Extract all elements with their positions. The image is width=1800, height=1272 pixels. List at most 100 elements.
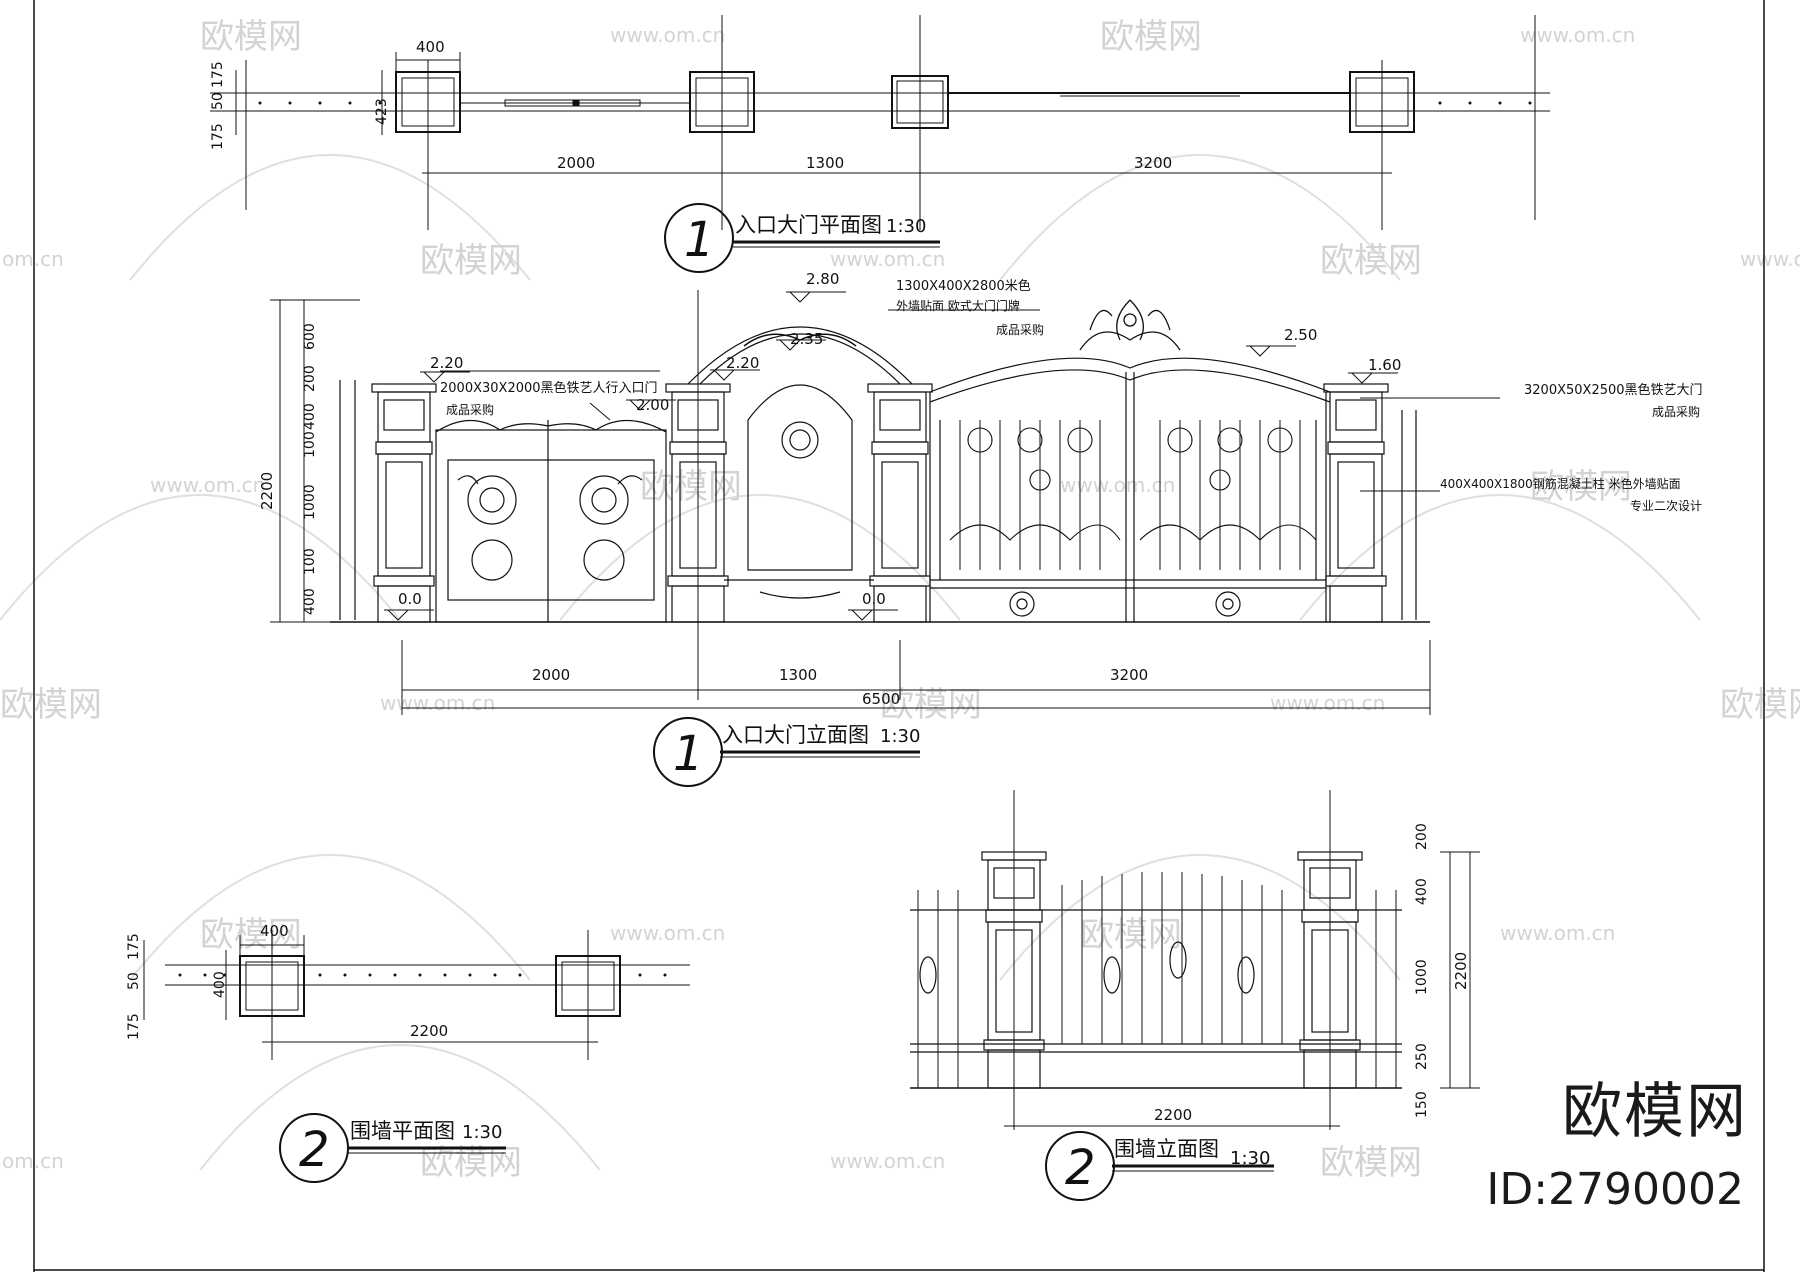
dim-400e: 400 bbox=[1414, 878, 1430, 905]
right-end-wall bbox=[1401, 410, 1417, 620]
dim-2200: 2200 bbox=[258, 472, 276, 510]
dim-175d: 175 bbox=[126, 1013, 142, 1040]
plan2-dim-lines bbox=[143, 930, 598, 1060]
dim-200b: 200 bbox=[1414, 823, 1430, 850]
dim-250: 250 bbox=[1414, 1043, 1430, 1070]
fence-bars bbox=[917, 872, 1397, 1088]
elev2-dim-lines bbox=[1004, 790, 1480, 1130]
pedestrian-gate bbox=[435, 419, 667, 623]
watermark-url: www.om.cn bbox=[1740, 247, 1800, 271]
dim-175c: 175 bbox=[126, 933, 142, 960]
watermark-url: www.om.cn bbox=[150, 473, 265, 497]
note-main-gate: 3200X50X2500黑色铁艺大门 bbox=[1524, 382, 1703, 398]
fence-plan bbox=[143, 930, 690, 1060]
sheet-border bbox=[33, 0, 1765, 1272]
watermark-url: www.om.cn bbox=[1060, 473, 1175, 497]
note-pedestrian-gate-2: 成品采购 bbox=[446, 402, 494, 417]
title-scale: 1:30 bbox=[462, 1122, 502, 1143]
dim-200: 200 bbox=[302, 365, 318, 392]
note-arch-2: 外墙贴面 欧式大门门牌 bbox=[896, 298, 1020, 313]
watermark-brand: 欧模网 bbox=[200, 17, 302, 57]
dim-1000: 1000 bbox=[302, 484, 318, 520]
gate-medallion bbox=[1009, 591, 1035, 617]
title-scale: 1:30 bbox=[1230, 1148, 1270, 1169]
dim-150: 150 bbox=[1414, 1091, 1430, 1118]
note-arch-3: 成品采购 bbox=[996, 322, 1044, 337]
plan-dots bbox=[258, 101, 1532, 105]
dim-50b: 50 bbox=[126, 972, 142, 990]
elev-pillar bbox=[371, 383, 437, 623]
title-number: 2 bbox=[299, 1122, 330, 1178]
watermark-brand: 欧模网 bbox=[1100, 17, 1202, 57]
main-iron-gate bbox=[929, 357, 1331, 622]
watermark-brand: 欧模网 bbox=[640, 467, 742, 507]
elev1-title: 1 入口大门立面图 1:30 bbox=[653, 717, 920, 787]
dim-2000b: 2000 bbox=[532, 666, 570, 684]
elev-pillar bbox=[867, 383, 933, 623]
title-text: 围墙立面图 bbox=[1114, 1137, 1219, 1161]
elev-level-markers bbox=[384, 291, 1398, 621]
model-id: ID:2790002 bbox=[1486, 1164, 1744, 1215]
main-gate-bars bbox=[959, 420, 1301, 570]
plan-dots bbox=[178, 973, 667, 977]
watermark-brand: 欧模网 bbox=[1320, 1143, 1422, 1183]
elev-leader-lines bbox=[440, 309, 1500, 492]
title-circle bbox=[664, 203, 734, 273]
title-number: 1 bbox=[684, 212, 715, 268]
elev2-title: 2 围墙立面图 1:30 bbox=[1045, 1131, 1274, 1201]
dim-2200d: 2200 bbox=[1452, 952, 1470, 990]
watermark-brand: 欧模网 bbox=[420, 241, 522, 281]
gate-medallion bbox=[1215, 591, 1241, 617]
dim-100b: 100 bbox=[302, 548, 318, 575]
plan-pillar bbox=[395, 71, 1415, 133]
plan-extension-lines bbox=[245, 15, 1536, 230]
plan-dim-lines bbox=[235, 52, 1392, 174]
dim-6500: 6500 bbox=[862, 690, 900, 708]
dim-400: 400 bbox=[416, 38, 445, 56]
level-2-50: 2.50 bbox=[1284, 326, 1317, 344]
watermark-brand: 欧模网 bbox=[420, 1143, 522, 1183]
watermark-brand: 欧模网 bbox=[880, 685, 982, 725]
dim-400d: 400 bbox=[212, 971, 228, 998]
fence-elevation bbox=[910, 790, 1480, 1130]
entrance-gate-elevation bbox=[270, 290, 1500, 715]
lion-head-ornament bbox=[781, 421, 819, 459]
dim-400b: 400 bbox=[302, 588, 318, 615]
title-number: 1 bbox=[673, 726, 704, 782]
dim-50: 50 bbox=[210, 92, 226, 110]
level-1-60: 1.60 bbox=[1368, 356, 1401, 374]
dim-400a: 400 bbox=[302, 403, 318, 430]
title-scale: 1:30 bbox=[886, 216, 926, 237]
level-0-0: 0.0 bbox=[398, 590, 422, 608]
plan2-text: 400 2200 175 50 175 400 bbox=[126, 922, 448, 1040]
plan2-title: 2 围墙平面图 1:30 bbox=[279, 1113, 506, 1183]
elev-pillar bbox=[1323, 383, 1389, 623]
note-arch: 1300X400X2800米色 bbox=[896, 278, 1031, 294]
watermark-url: www.om.cn bbox=[1520, 23, 1635, 47]
elev1-text: 2.20 2.00 2.20 2.35 2.80 2.50 1.60 0.0 0… bbox=[258, 270, 1703, 708]
entrance-gate-plan bbox=[210, 15, 1550, 230]
dim-600: 600 bbox=[302, 323, 318, 350]
watermark-layer: 欧模网 www.om.cn 欧模网 www.om.cn om.cn 欧模网 ww… bbox=[0, 17, 1800, 1183]
title-text: 围墙平面图 bbox=[350, 1119, 455, 1143]
dim-1300: 1300 bbox=[806, 154, 844, 172]
left-end-wall bbox=[339, 380, 356, 620]
plan-gate-leaf bbox=[460, 92, 1350, 107]
brand-logo-text: 欧模网 bbox=[1562, 1077, 1748, 1147]
watermark-brand: 欧模网 bbox=[1320, 241, 1422, 281]
watermark-arcs bbox=[0, 154, 1701, 1171]
dim-3200: 3200 bbox=[1134, 154, 1172, 172]
level-2-20b: 2.20 bbox=[726, 354, 759, 372]
dim-1000b: 1000 bbox=[1414, 959, 1430, 995]
plan1-dimension-text: 400 2000 1300 3200 175 50 175 423 bbox=[210, 38, 1172, 172]
note-pillar: 400X400X1800钢筋混凝土柱 米色外墙贴面 bbox=[1440, 476, 1681, 491]
dim-423: 423 bbox=[374, 98, 390, 125]
dim-175b: 175 bbox=[210, 123, 226, 150]
watermark-url: www.om.cn bbox=[610, 921, 725, 945]
title-text: 入口大门平面图 bbox=[735, 213, 882, 237]
dim-2200c: 2200 bbox=[1154, 1106, 1192, 1124]
plan1-title: 1 入口大门平面图 1:30 bbox=[664, 203, 940, 273]
watermark-brand: 欧模网 bbox=[200, 915, 302, 955]
dim-175: 175 bbox=[210, 61, 226, 88]
watermark-brand: 欧模网 bbox=[1720, 685, 1800, 725]
